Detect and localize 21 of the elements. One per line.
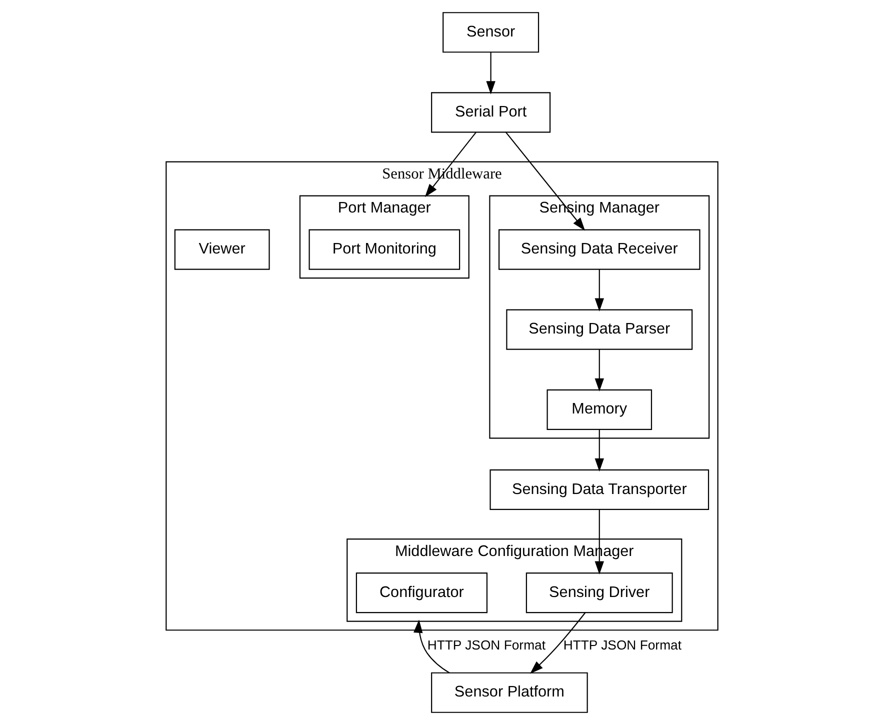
node-box: Configurator bbox=[355, 572, 488, 614]
arrow bbox=[413, 620, 450, 674]
node-box: Sensing Data Transporter bbox=[489, 469, 709, 510]
node-box: Serial Port bbox=[430, 92, 550, 133]
edge-label: HTTP JSON Format bbox=[426, 637, 546, 652]
node-box: Viewer bbox=[174, 229, 270, 270]
node-box: Sensor bbox=[442, 12, 539, 53]
arrow bbox=[594, 269, 604, 312]
edge-label: HTTP JSON Format bbox=[562, 637, 682, 652]
node-box: Sensing Driver bbox=[525, 572, 672, 614]
node-box: Memory bbox=[546, 389, 652, 430]
node-box: Port Monitoring bbox=[308, 229, 460, 270]
arrow bbox=[504, 132, 585, 231]
node-box: Sensing Data Parser bbox=[506, 309, 692, 350]
arrow bbox=[594, 430, 604, 472]
node-box: Sensing Data Receiver bbox=[498, 229, 700, 270]
arrow bbox=[530, 612, 586, 674]
arrow bbox=[594, 350, 604, 392]
node-box: Sensor Platform bbox=[430, 672, 588, 713]
arrow bbox=[594, 510, 604, 574]
arrow bbox=[486, 52, 495, 94]
